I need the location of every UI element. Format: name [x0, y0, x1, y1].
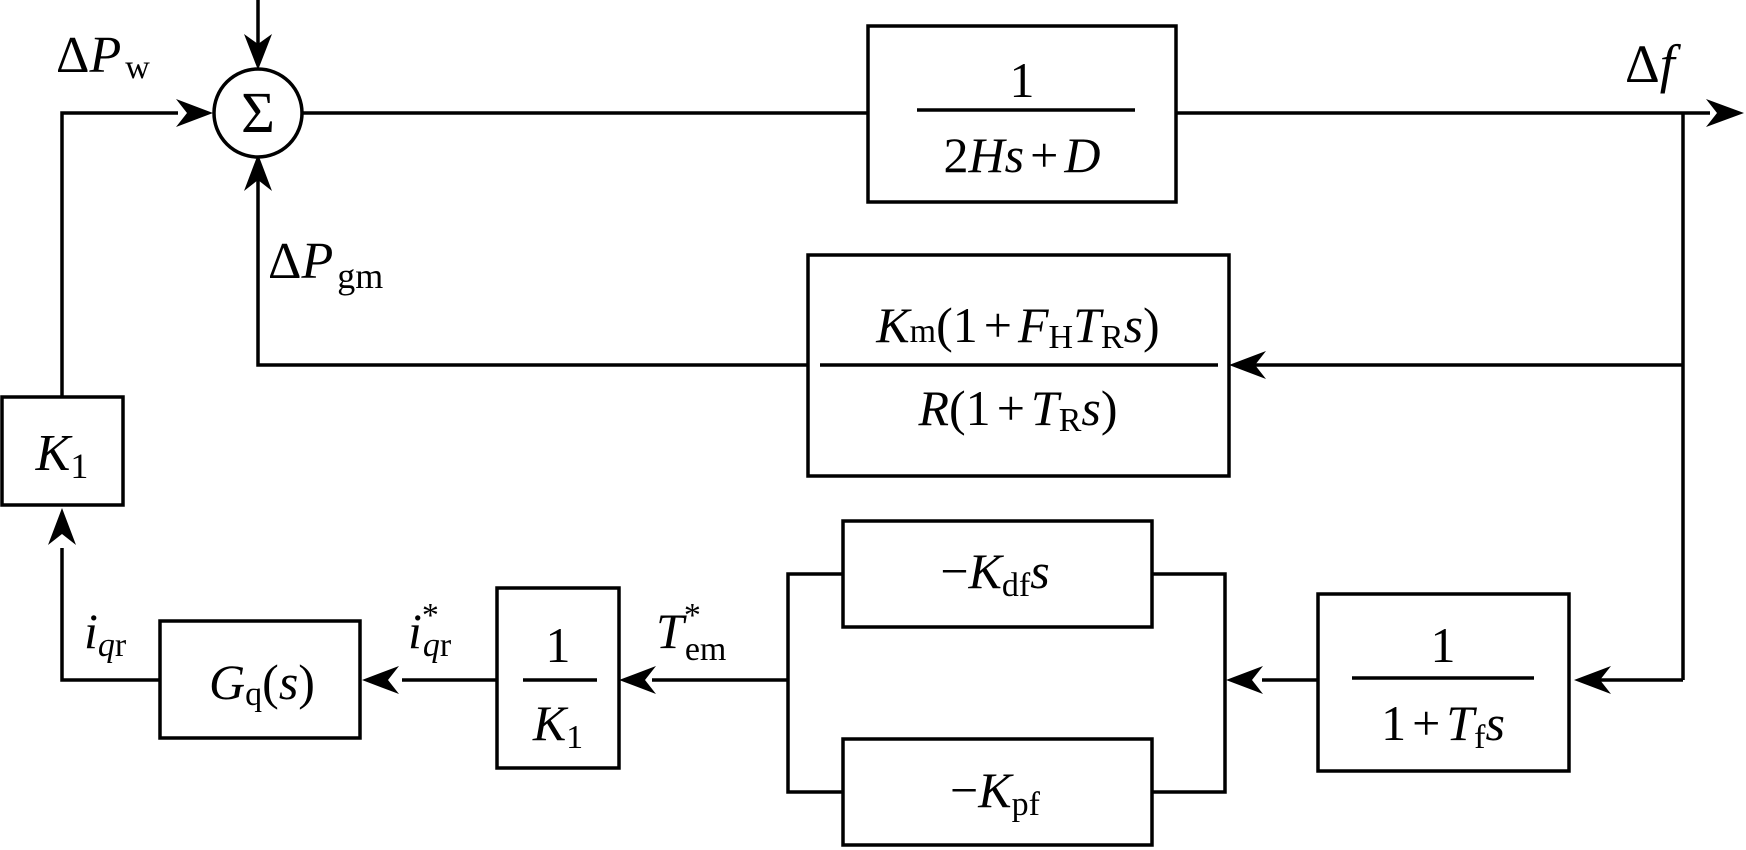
label-iqr: iqr — [84, 603, 127, 664]
filter-denominator: 1+Tfs — [1381, 695, 1505, 756]
gq-label: Gq(s) — [209, 654, 315, 713]
block-inertia: 1 2Hs+D — [866, 24, 1178, 204]
wire-parallel-right-rail — [1152, 572, 1227, 794]
arrow-output-df — [1706, 99, 1744, 127]
inv-k1-denominator: K1 — [532, 695, 583, 756]
sigma-symbol: Σ — [241, 80, 275, 145]
inertia-numerator: 1 — [1010, 52, 1035, 108]
kpf-label: −Kpf — [950, 762, 1041, 823]
label-delta-f: Δf — [1625, 34, 1682, 94]
governor-denominator: R(1+TRs) — [917, 380, 1117, 439]
block-gq: Gq(s) — [158, 619, 362, 740]
kdf-label: −Kdfs — [940, 543, 1049, 604]
arrow-dpw-into-sum — [176, 99, 213, 127]
summing-circle — [212, 67, 304, 159]
block-kdf-box — [841, 519, 1154, 629]
arrow-into-governor — [1229, 351, 1266, 379]
wire-k1-to-sum — [60, 111, 178, 397]
k1-label: K1 — [35, 425, 89, 486]
block-gq-box — [158, 619, 362, 740]
block-inv-k1: 1 K1 — [495, 586, 621, 770]
block-kpf-box — [841, 737, 1154, 847]
wire-parallel-left-rail — [786, 572, 843, 794]
wire-gq-to-k1 — [60, 548, 160, 682]
arrow-top-into-sum — [244, 34, 272, 70]
block-governor: Km(1+FHTRs) R(1+TRs) — [806, 253, 1231, 478]
label-iqr-star: i*qr — [408, 597, 452, 664]
block-filter-box — [1316, 592, 1571, 773]
arrow-dpgm-into-sum — [244, 154, 272, 191]
label-tem-star: T*em — [656, 597, 726, 668]
block-k1-box — [0, 395, 125, 507]
inv-k1-numerator: 1 — [546, 617, 571, 673]
block-inertia-box — [866, 24, 1178, 204]
arrow-into-parallel — [1226, 666, 1263, 694]
arrowheads — [48, 34, 1744, 694]
wire-governor-to-sum — [256, 172, 808, 367]
filter-numerator: 1 — [1431, 617, 1456, 673]
governor-numerator: Km(1+FHTRs) — [875, 297, 1159, 356]
block-kdf: −Kdfs — [841, 519, 1154, 629]
summing-junction: Σ — [212, 67, 304, 159]
block-kpf: −Kpf — [841, 737, 1154, 847]
block-k1: K1 — [0, 395, 125, 507]
block-inv-k1-box — [495, 586, 621, 770]
arrow-into-k1 — [48, 508, 76, 545]
arrow-into-gq — [362, 666, 399, 694]
inertia-denominator: 2Hs+D — [944, 127, 1101, 183]
block-filter: 1 1+Tfs — [1316, 592, 1571, 773]
arrow-into-filter — [1574, 666, 1611, 694]
arrow-into-invk1 — [619, 666, 656, 694]
signal-wires — [60, 0, 1710, 794]
